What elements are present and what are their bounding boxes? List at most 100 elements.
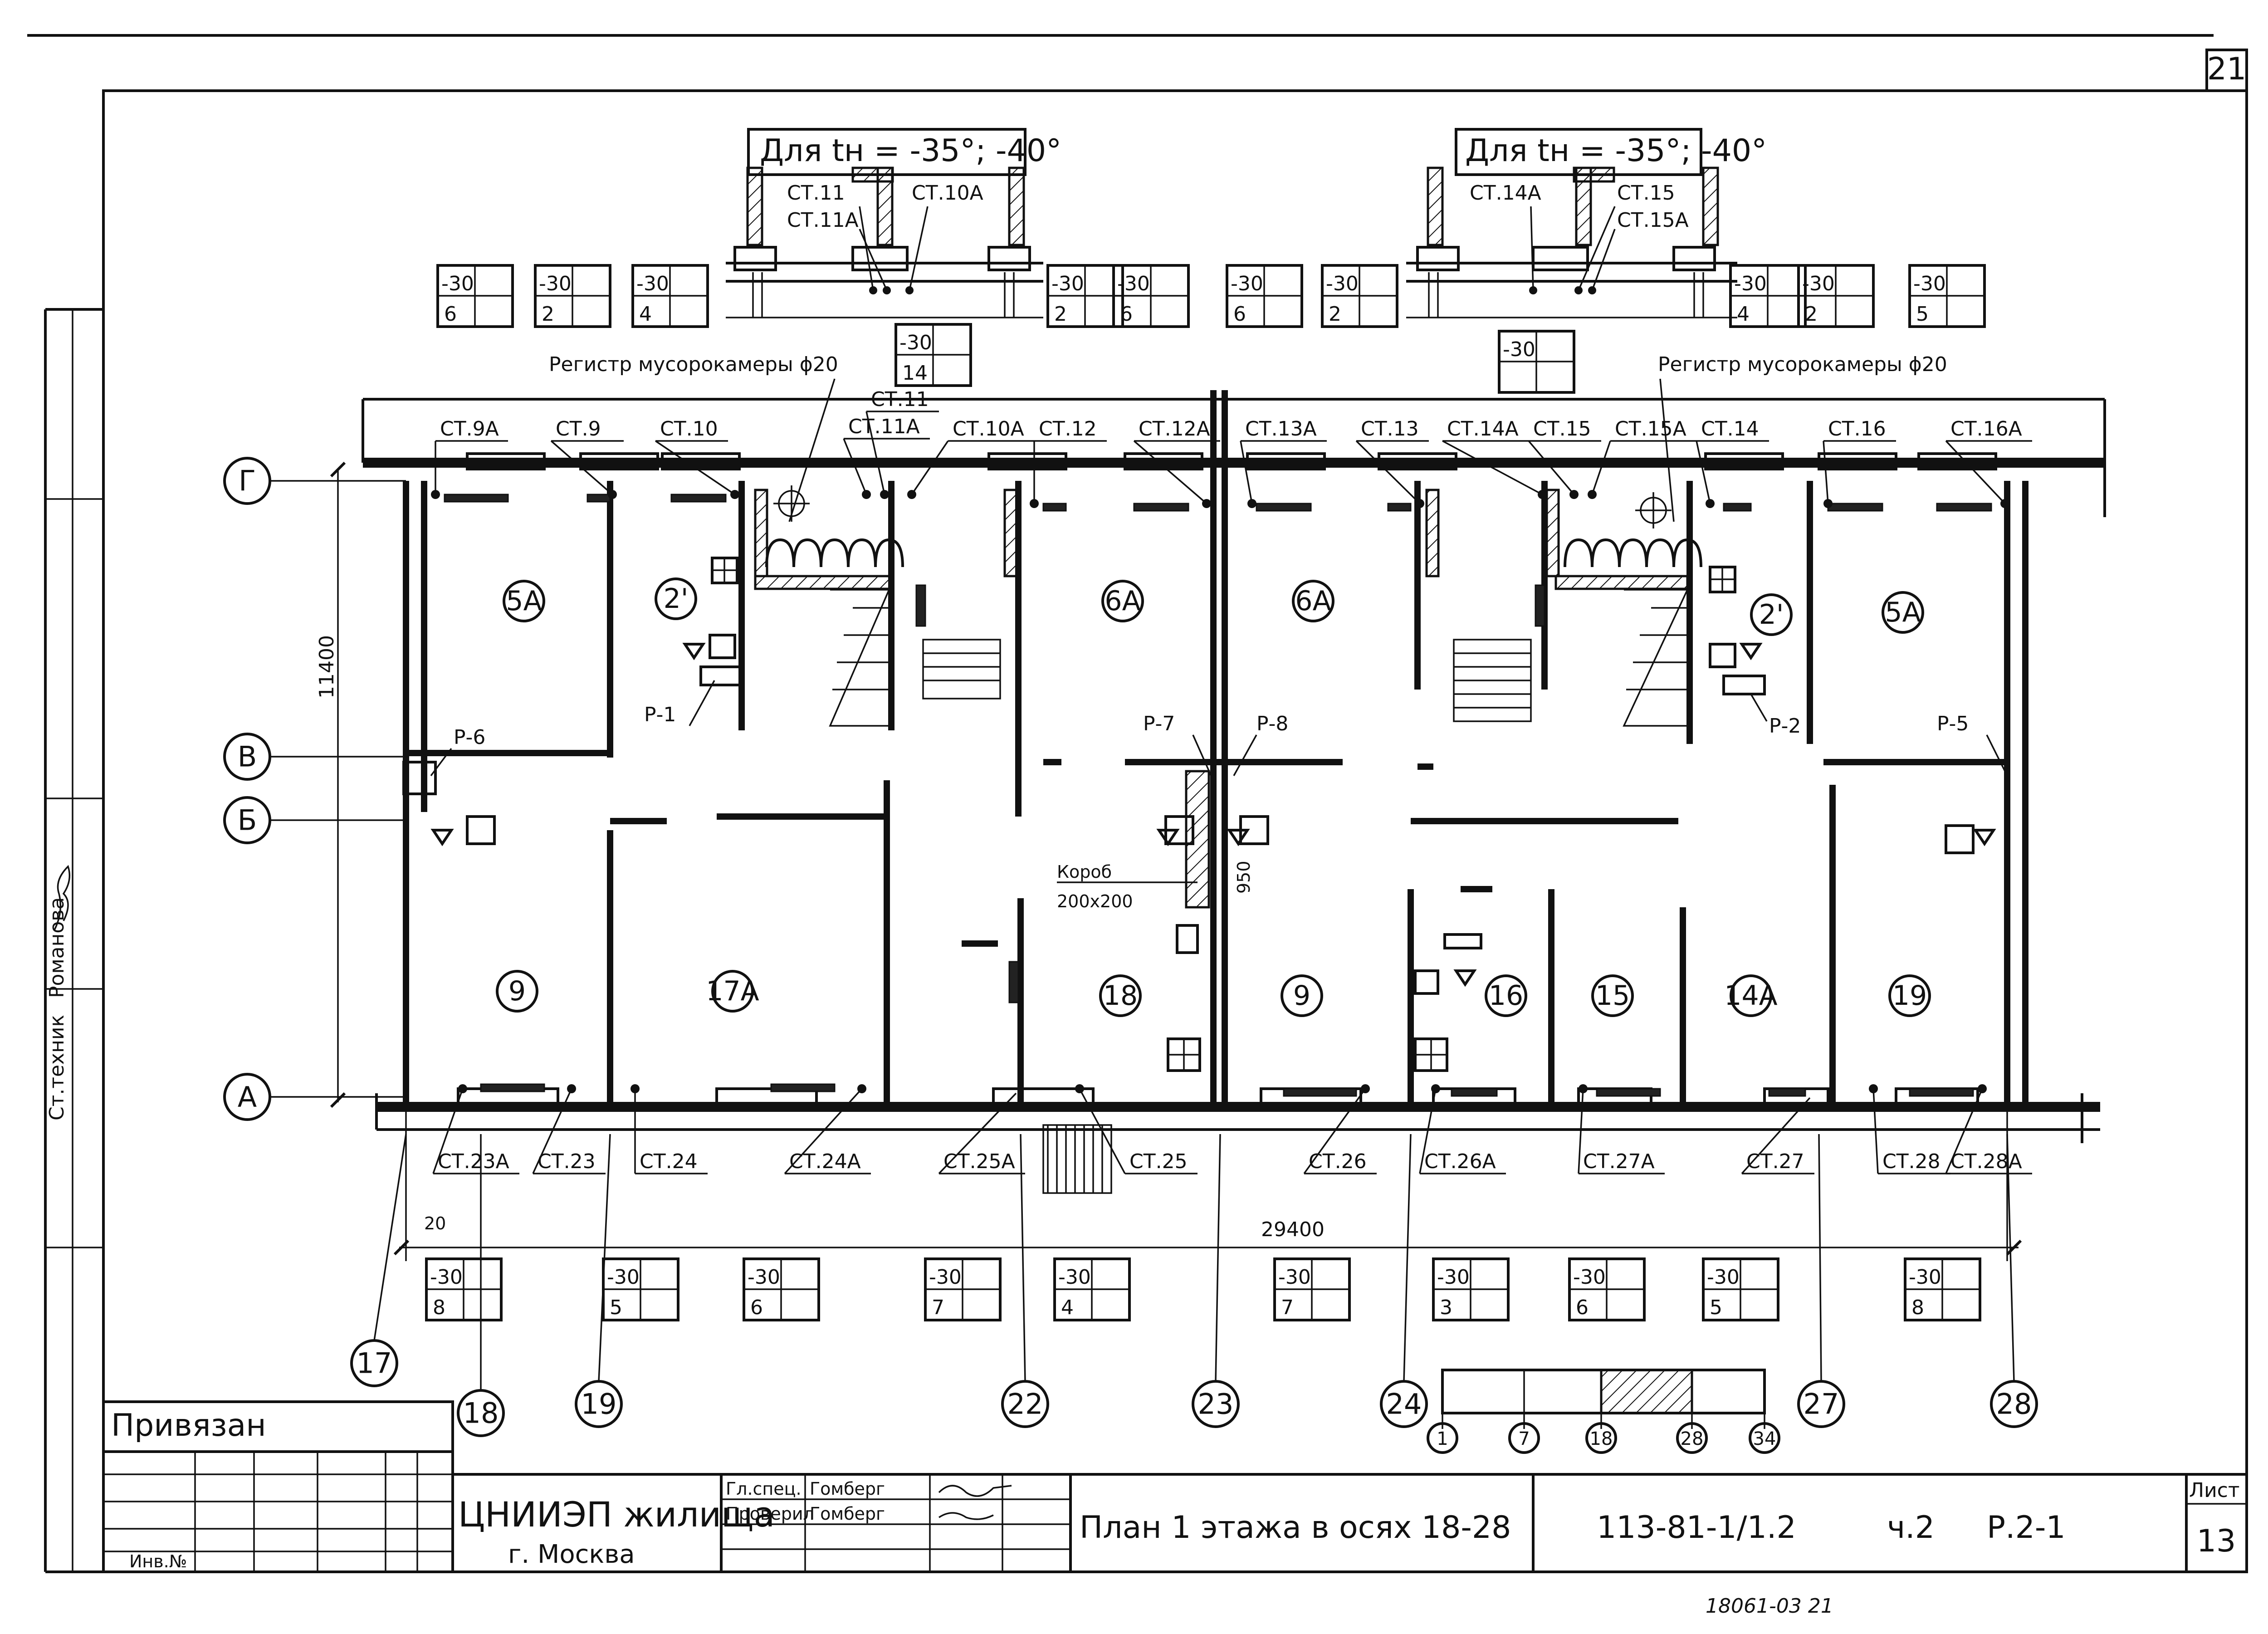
climate-note-left: Для tн = -35°; -40°	[760, 133, 1061, 169]
stand-label: СТ.9	[556, 417, 601, 440]
stand-label: СТ.16	[1828, 417, 1886, 440]
stand-label: СТ.11	[871, 388, 929, 411]
tag-temp: -30	[539, 272, 572, 295]
org-name: ЦНИИЭП жилища	[458, 1494, 775, 1535]
climate-note-right: Для tн = -35°; -40°	[1465, 133, 1767, 169]
room-marker: 18	[1099, 974, 1142, 1017]
stand-label: СТ.9А	[440, 417, 499, 440]
axis-column-label: 27	[1804, 1388, 1839, 1421]
top-stand: СТ.16А	[1945, 417, 2032, 504]
role-2: Проверил	[726, 1504, 814, 1524]
temp-tag-bottom: -306	[1568, 1257, 1646, 1321]
temp-tag-mid-right: -30	[1498, 330, 1575, 394]
org-city: г. Москва	[508, 1540, 635, 1569]
top-stand: СТ.13	[1355, 417, 1429, 504]
axis-row-label: В	[238, 740, 257, 773]
tag-temp: -30	[1231, 272, 1263, 295]
top-stand: СТ.14	[1696, 417, 1769, 504]
stand-label: СТ.10А	[953, 417, 1024, 440]
tag-temp: -30	[1734, 272, 1767, 295]
tag-temp: -30	[607, 1266, 640, 1289]
temp-tags-top: -306-302-304-302-306-306-302-304-302-305	[436, 264, 1986, 328]
room-marker: 14А	[1724, 974, 1778, 1017]
footer-note: 18061-03 21	[1706, 1595, 1833, 1618]
stand-label: СТ.26А	[1424, 1150, 1496, 1173]
detail-right	[1406, 128, 1737, 318]
tag-number: 7	[1281, 1296, 1294, 1319]
riser-p8: Р-8	[1256, 712, 1288, 735]
name-1: Гомберг	[810, 1479, 885, 1499]
room-number: 6А	[1295, 585, 1331, 617]
tag-number: 8	[1911, 1296, 1924, 1319]
tag-temp: -30	[1058, 1266, 1091, 1289]
temp-tag-top: -302	[1321, 264, 1398, 328]
tag-number: 8	[433, 1296, 445, 1319]
top-stand: СТ.12А	[1133, 417, 1220, 504]
stand-label: СТ.12А	[1139, 417, 1210, 440]
riser-p5: Р-5	[1937, 712, 1969, 735]
tag-number: 6	[750, 1296, 763, 1319]
temp-tag-top: -304	[1729, 264, 1807, 328]
stand-label: СТ.23А	[438, 1150, 509, 1173]
tag-number: 7	[932, 1296, 944, 1319]
bottom-stand: СТ.23	[532, 1088, 606, 1174]
sheet-number: 13	[2197, 1523, 2236, 1559]
side-stamp-name: Романова	[45, 897, 68, 998]
detail-left-label-1: СТ.11	[787, 181, 845, 205]
tag-temp: -30	[1051, 272, 1084, 295]
detail-left	[726, 128, 1043, 318]
room-marker: 2'	[655, 577, 697, 620]
register-note-right: Регистр мусорокамеры ϕ20	[1658, 353, 1947, 376]
tag-number: 4	[1737, 303, 1750, 326]
riser-p6: Р-6	[454, 726, 485, 749]
room-number: 9	[1293, 980, 1310, 1012]
dim-950: 950	[1234, 861, 1254, 894]
room-marker: 5А	[503, 580, 545, 622]
stand-label: СТ.14	[1701, 417, 1759, 440]
tag-temp: -30	[1707, 1266, 1740, 1289]
duct-size: 200x200	[1057, 891, 1133, 911]
room-number: 2'	[664, 583, 689, 615]
axis-row-label: А	[238, 1081, 257, 1114]
room-number: 6А	[1105, 585, 1140, 617]
riser-p7: Р-7	[1143, 712, 1175, 735]
detail-right-label-2: СТ.15	[1617, 181, 1675, 205]
temp-tag-bottom: -303	[1432, 1257, 1510, 1321]
tag-temp: -30	[929, 1266, 962, 1289]
room-marker: 6А	[1292, 580, 1334, 622]
temp-tag-bottom: -307	[924, 1257, 1002, 1321]
tag-number: 5	[610, 1296, 622, 1319]
key-plan	[1427, 1369, 1780, 1454]
top-stand: СТ.10А	[911, 417, 1034, 495]
tag-temp: -30	[441, 272, 474, 295]
room-marker: 15	[1591, 974, 1634, 1017]
stand-label: СТ.10	[660, 417, 718, 440]
room-marker: 5А	[1882, 591, 1924, 634]
axis-column-marker: 22	[1001, 1134, 1049, 1428]
bottom-stand: СТ.24А	[784, 1088, 871, 1174]
temp-tag-bottom: -305	[602, 1257, 679, 1321]
drawing-section: Р.2-1	[1987, 1510, 2066, 1546]
stand-label: СТ.28	[1882, 1150, 1941, 1173]
inv-no-label: Инв.№	[129, 1551, 187, 1571]
key-plan-34: 34	[1753, 1429, 1776, 1449]
drawing-code: 113-81-1/1.2	[1597, 1510, 1796, 1546]
tag-number: 3	[1440, 1296, 1452, 1319]
bottom-stand: СТ.27А	[1578, 1088, 1665, 1174]
top-stand: СТ.10	[655, 417, 735, 495]
room-number: 14А	[1724, 980, 1777, 1012]
top-stand: СТ.15А	[1591, 417, 1696, 495]
tag-number: 6	[1120, 303, 1133, 326]
axis-column-label: 23	[1198, 1388, 1234, 1421]
room-marker: 16	[1485, 974, 1527, 1017]
room-number: 19	[1892, 980, 1927, 1012]
stand-label: СТ.27А	[1583, 1150, 1655, 1173]
top-stand: СТ.9А	[435, 417, 508, 494]
room-number: 9	[508, 975, 526, 1007]
plan-walls	[362, 390, 2106, 1194]
temp-tag-top: -302	[1046, 264, 1124, 328]
tag-temp: -30	[1278, 1266, 1311, 1289]
